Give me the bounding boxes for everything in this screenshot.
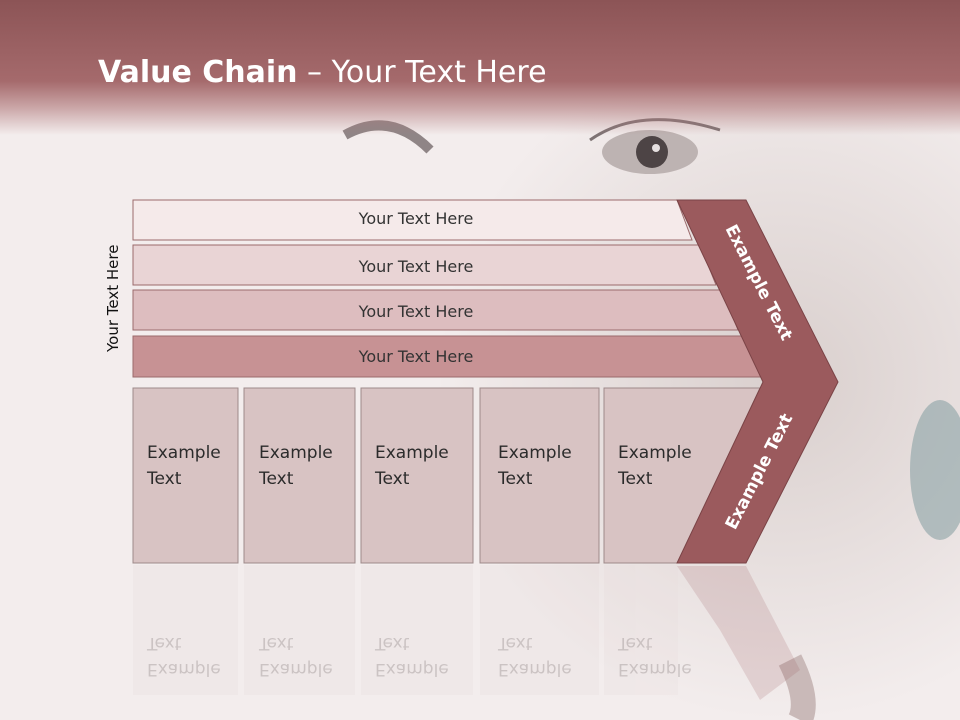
slide-title: Value Chain – Your Text Here (98, 55, 547, 90)
title-bold: Value Chain (98, 55, 298, 90)
title-banner (0, 0, 960, 135)
box-5-line1: Example (618, 443, 692, 463)
bar-3-label: Your Text Here (358, 302, 474, 321)
box-3-line2: Text (375, 469, 410, 489)
box-2-line2: Text (259, 469, 294, 489)
bar-1-label: Your Text Here (358, 209, 474, 228)
box-2-line1: Example (259, 443, 333, 463)
box-1 (132, 387, 239, 564)
box-4 (479, 387, 600, 564)
bar-1 (132, 199, 693, 241)
title-rest: – Your Text Here (297, 55, 547, 90)
chevron-reflection (677, 566, 800, 700)
bar-4-label: Your Text Here (358, 347, 474, 366)
box-5-line2: Text (618, 469, 653, 489)
box-4-line1: Example (498, 443, 572, 463)
bar-2-label: Your Text Here (358, 257, 474, 276)
box-1-line1: Example (147, 443, 221, 463)
box-3-line1: Example (375, 443, 449, 463)
box-1-line2: Text (147, 469, 182, 489)
column-reflection (133, 565, 678, 695)
box-2 (243, 387, 356, 564)
box-4-line2: Text (498, 469, 533, 489)
chevron-arrow (676, 199, 839, 564)
box-3 (360, 387, 474, 564)
bar-2 (132, 244, 717, 286)
